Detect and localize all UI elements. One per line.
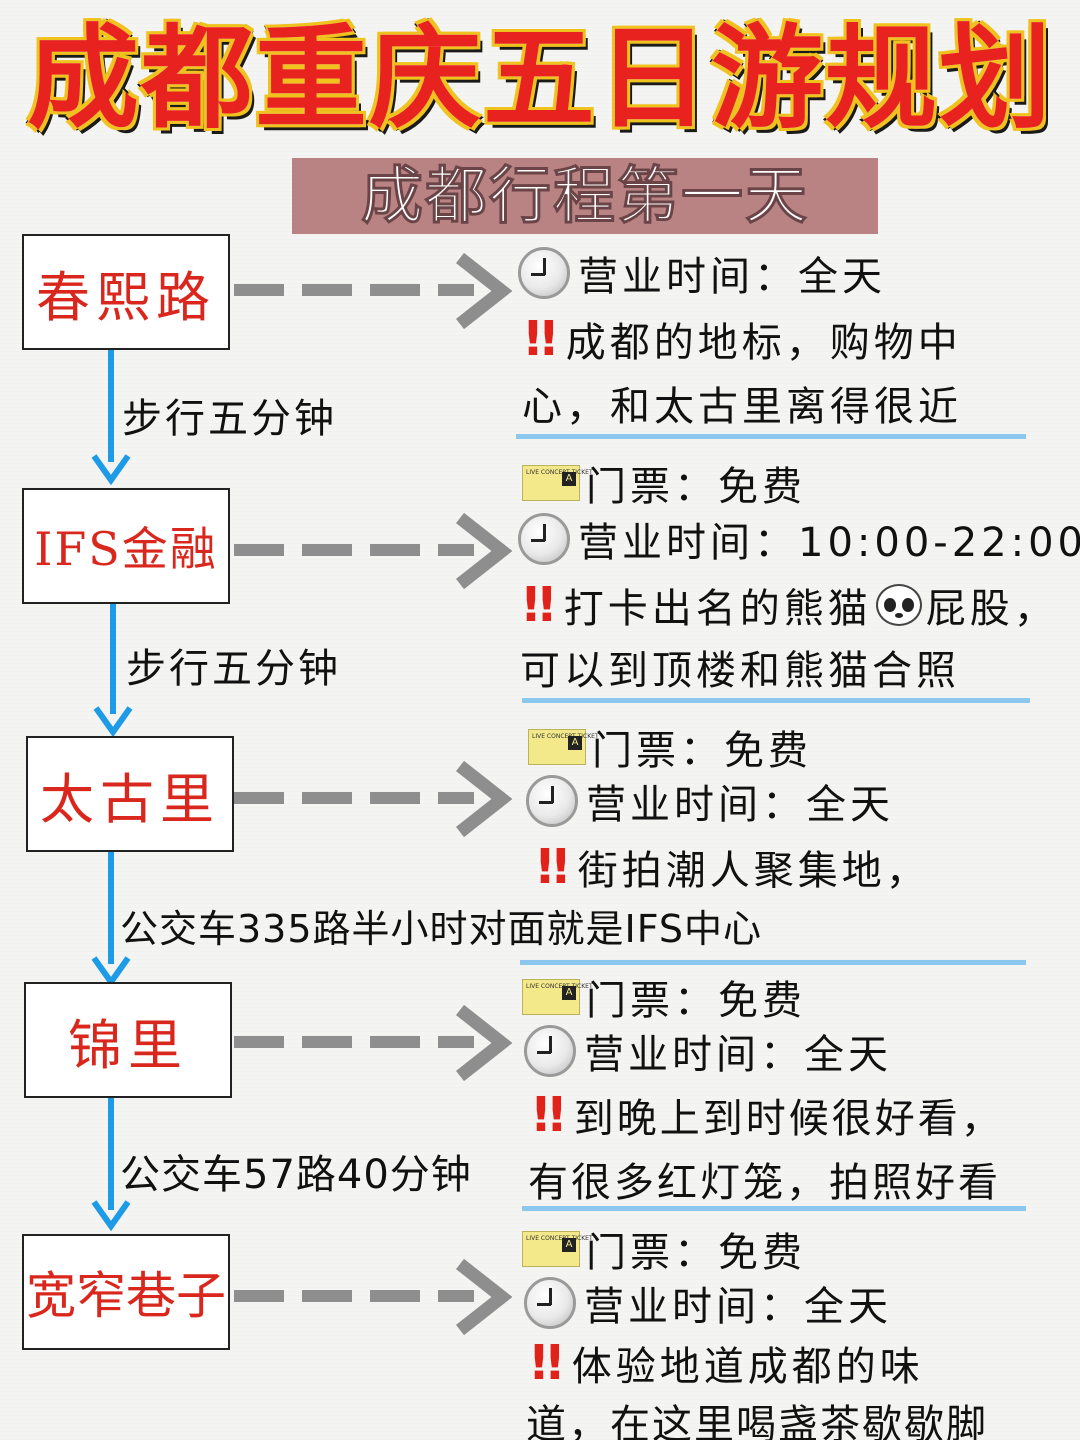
location-box-taikoo-li: 太古里 [26, 736, 234, 852]
dashed-arrow-line [234, 544, 474, 556]
dashed-arrow-line [234, 1036, 474, 1048]
flow-connector [110, 604, 116, 714]
double-exclamation-icon: !! [530, 1087, 568, 1143]
flow-connector [108, 350, 114, 462]
hours-text: 营业时间：10:00-22:00 [578, 520, 1080, 566]
note-text: 到晚上到时候很好看， [573, 1096, 1004, 1142]
note-text: 体验地道成都的味 [571, 1344, 924, 1390]
clock-icon [526, 775, 578, 827]
info-hours: 营业时间：10:00-22:00 [518, 510, 1080, 568]
info-ticket: 门票：免费 [522, 1220, 806, 1278]
ticket-icon [522, 465, 580, 501]
note-text: 打卡出名的熊猫 [563, 586, 872, 632]
note-text: 可以到顶楼和熊猫合照 [520, 648, 960, 694]
info-note: !! 体验地道成都的味 [528, 1334, 924, 1392]
info-note-continued: 有很多红灯笼，拍照好看 [528, 1150, 1001, 1208]
hours-text: 营业时间：全天 [578, 254, 886, 300]
page-title: 成都重庆五日游规划 [25, 12, 1053, 146]
arrow-right-icon [455, 1004, 512, 1082]
transit-instruction: 步行五分钟 [122, 396, 337, 442]
flow-connector [108, 1098, 114, 1210]
note-text: 街拍潮人聚集地， [577, 848, 930, 894]
note-text: 屁股， [925, 586, 1058, 632]
info-note-continued: 心，和太古里离得很近 [522, 374, 962, 432]
info-note: !! 成都的地标，购物中 [522, 310, 962, 368]
ticket-text: 门票：免费 [586, 978, 806, 1024]
section-divider [520, 960, 1026, 965]
section-divider [522, 698, 1030, 703]
note-text: 有很多红灯笼，拍照好看 [528, 1160, 1001, 1206]
double-exclamation-icon: !! [534, 839, 572, 895]
dashed-arrow-line [234, 792, 474, 804]
page-subtitle: 成都行程第一天 [292, 158, 878, 234]
info-note-continued: 道，在这里喝盏茶歇歇脚 [526, 1392, 988, 1440]
panda-icon [875, 584, 922, 626]
info-note: !! 街拍潮人聚集地， [534, 838, 930, 896]
double-exclamation-icon: !! [528, 1335, 566, 1391]
info-hours: 营业时间：全天 [518, 244, 886, 302]
info-note: !! 打卡出名的熊猫 屁股， [520, 576, 1058, 634]
info-ticket: 门票：免费 [528, 718, 812, 776]
dashed-arrow-line [234, 1290, 474, 1302]
hours-text: 营业时间：全天 [584, 1284, 892, 1330]
location-box-jinli: 锦里 [24, 982, 232, 1098]
clock-icon [524, 1277, 576, 1329]
flow-connector [108, 852, 114, 964]
ticket-text: 门票：免费 [592, 728, 812, 774]
section-divider [516, 434, 1026, 439]
location-name: 锦里 [68, 1013, 188, 1077]
transit-instruction: 公交车335路半小时对面就是IFS中心 [120, 907, 763, 951]
info-ticket: 门票：免费 [522, 454, 806, 512]
location-box-kuanzhai-alley: 宽窄巷子 [22, 1234, 230, 1350]
ticket-icon [522, 1231, 580, 1267]
arrow-right-icon [455, 760, 512, 838]
double-exclamation-icon: !! [522, 311, 560, 367]
clock-icon [524, 1025, 576, 1077]
clock-icon [518, 513, 570, 565]
note-text: 心，和太古里离得很近 [522, 384, 962, 430]
arrow-right-icon [455, 1258, 512, 1336]
hours-text: 营业时间：全天 [584, 1032, 892, 1078]
transit-instruction: 公交车57路40分钟 [120, 1152, 472, 1198]
location-name: 宽窄巷子 [26, 1267, 226, 1325]
location-box-chunxi-road: 春熙路 [22, 234, 230, 350]
note-text: 成都的地标，购物中 [565, 320, 962, 366]
info-hours: 营业时间：全天 [524, 1274, 892, 1332]
section-divider [522, 1206, 1026, 1211]
arrow-down-icon [91, 1200, 131, 1232]
info-note-continued: 可以到顶楼和熊猫合照 [520, 638, 960, 696]
double-exclamation-icon: !! [520, 577, 558, 633]
info-hours: 营业时间：全天 [526, 772, 894, 830]
note-text: 道，在这里喝盏茶歇歇脚 [526, 1402, 988, 1440]
info-note: !! 到晚上到时候很好看， [530, 1086, 1004, 1144]
ticket-icon [522, 979, 580, 1015]
hours-text: 营业时间：全天 [586, 782, 894, 828]
ticket-icon [528, 729, 586, 765]
arrow-down-icon [93, 706, 133, 738]
location-name: IFS金融 [34, 522, 218, 576]
info-ticket: 门票：免费 [522, 968, 806, 1026]
arrow-down-icon [91, 454, 131, 486]
dashed-arrow-line [234, 284, 474, 296]
transit-instruction: 步行五分钟 [126, 646, 341, 692]
arrow-right-icon [455, 512, 512, 590]
clock-icon [518, 247, 570, 299]
location-name: 太古里 [40, 767, 220, 831]
info-hours: 营业时间：全天 [524, 1022, 892, 1080]
location-box-ifs: IFS金融 [22, 488, 230, 604]
ticket-text: 门票：免费 [586, 464, 806, 510]
arrow-right-icon [455, 252, 512, 330]
ticket-text: 门票：免费 [586, 1230, 806, 1276]
location-name: 春熙路 [36, 265, 216, 329]
